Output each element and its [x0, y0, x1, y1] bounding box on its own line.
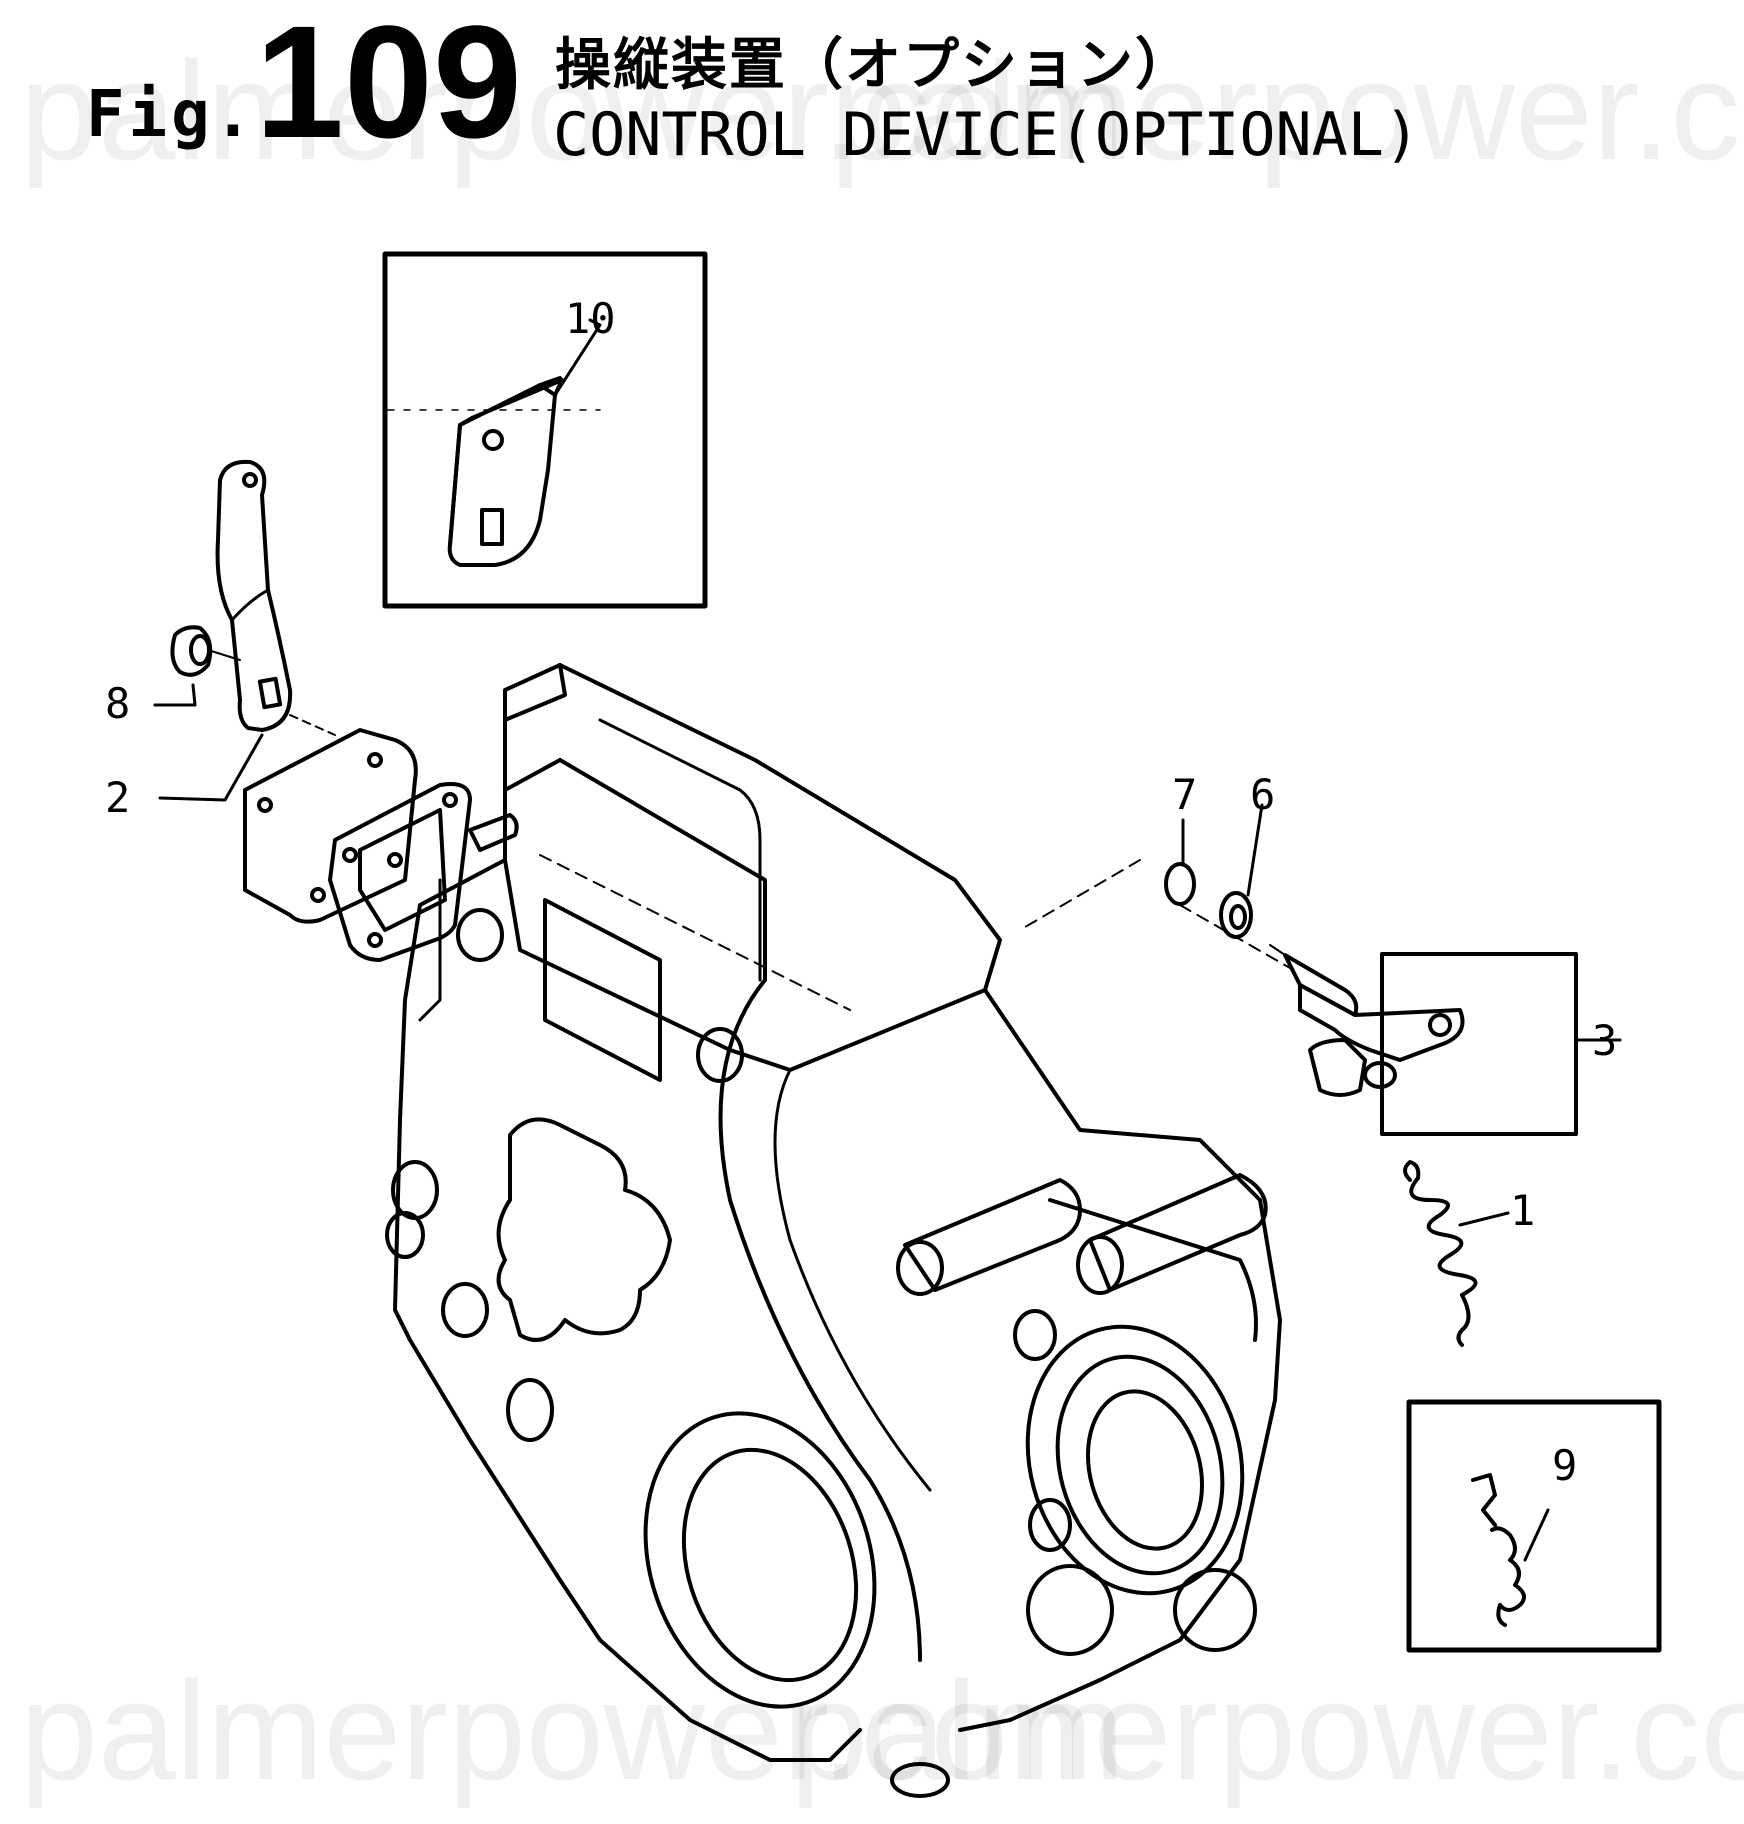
- watermark-top: palmerpower.com: [20, 32, 1125, 189]
- alignment-lines: [539, 854, 1291, 1011]
- nut-part-8: [170, 625, 241, 677]
- cover-plate: [243, 714, 418, 924]
- callout-part-2: 2: [105, 773, 131, 822]
- callout-part-3: 3: [1592, 1016, 1618, 1065]
- pin-lower: [1076, 1173, 1268, 1295]
- callout-part-1: 1: [1510, 1186, 1536, 1235]
- inset-box-part-9: [1406, 1399, 1662, 1653]
- washer-part-6: [1219, 891, 1253, 939]
- gasket: [328, 782, 472, 962]
- spring-part-1: [1403, 1160, 1478, 1347]
- callout-part-7: 7: [1172, 770, 1198, 819]
- ring-part-7: [1164, 862, 1196, 906]
- watermark-bottom: palmerpower.com: [20, 1652, 1125, 1809]
- part-3-bracket-box: [1380, 952, 1578, 1136]
- callout-part-10: 10: [565, 294, 616, 343]
- figure-title-japanese: 操縦装置（オプション）: [555, 33, 1193, 98]
- callout-part-8: 8: [105, 679, 131, 728]
- inset-box-part-10: [382, 251, 708, 609]
- callout-part-9: 9: [1552, 1441, 1578, 1490]
- figure-prefix: Fig.: [86, 78, 257, 152]
- pin-upper: [896, 1178, 1082, 1296]
- gear-housing: [385, 663, 1282, 1798]
- figure-title-english: CONTROL DEVICE(OPTIONAL): [553, 100, 1420, 170]
- lever-assembly-part-3: [1269, 944, 1465, 1097]
- watermark-top-right: palmerpower.com: [830, 32, 1744, 189]
- callout-part-6: 6: [1250, 770, 1276, 819]
- bracket-part-2: [215, 459, 293, 732]
- figure-number: 109: [255, 0, 522, 171]
- leader-lines: [153, 683, 1622, 1562]
